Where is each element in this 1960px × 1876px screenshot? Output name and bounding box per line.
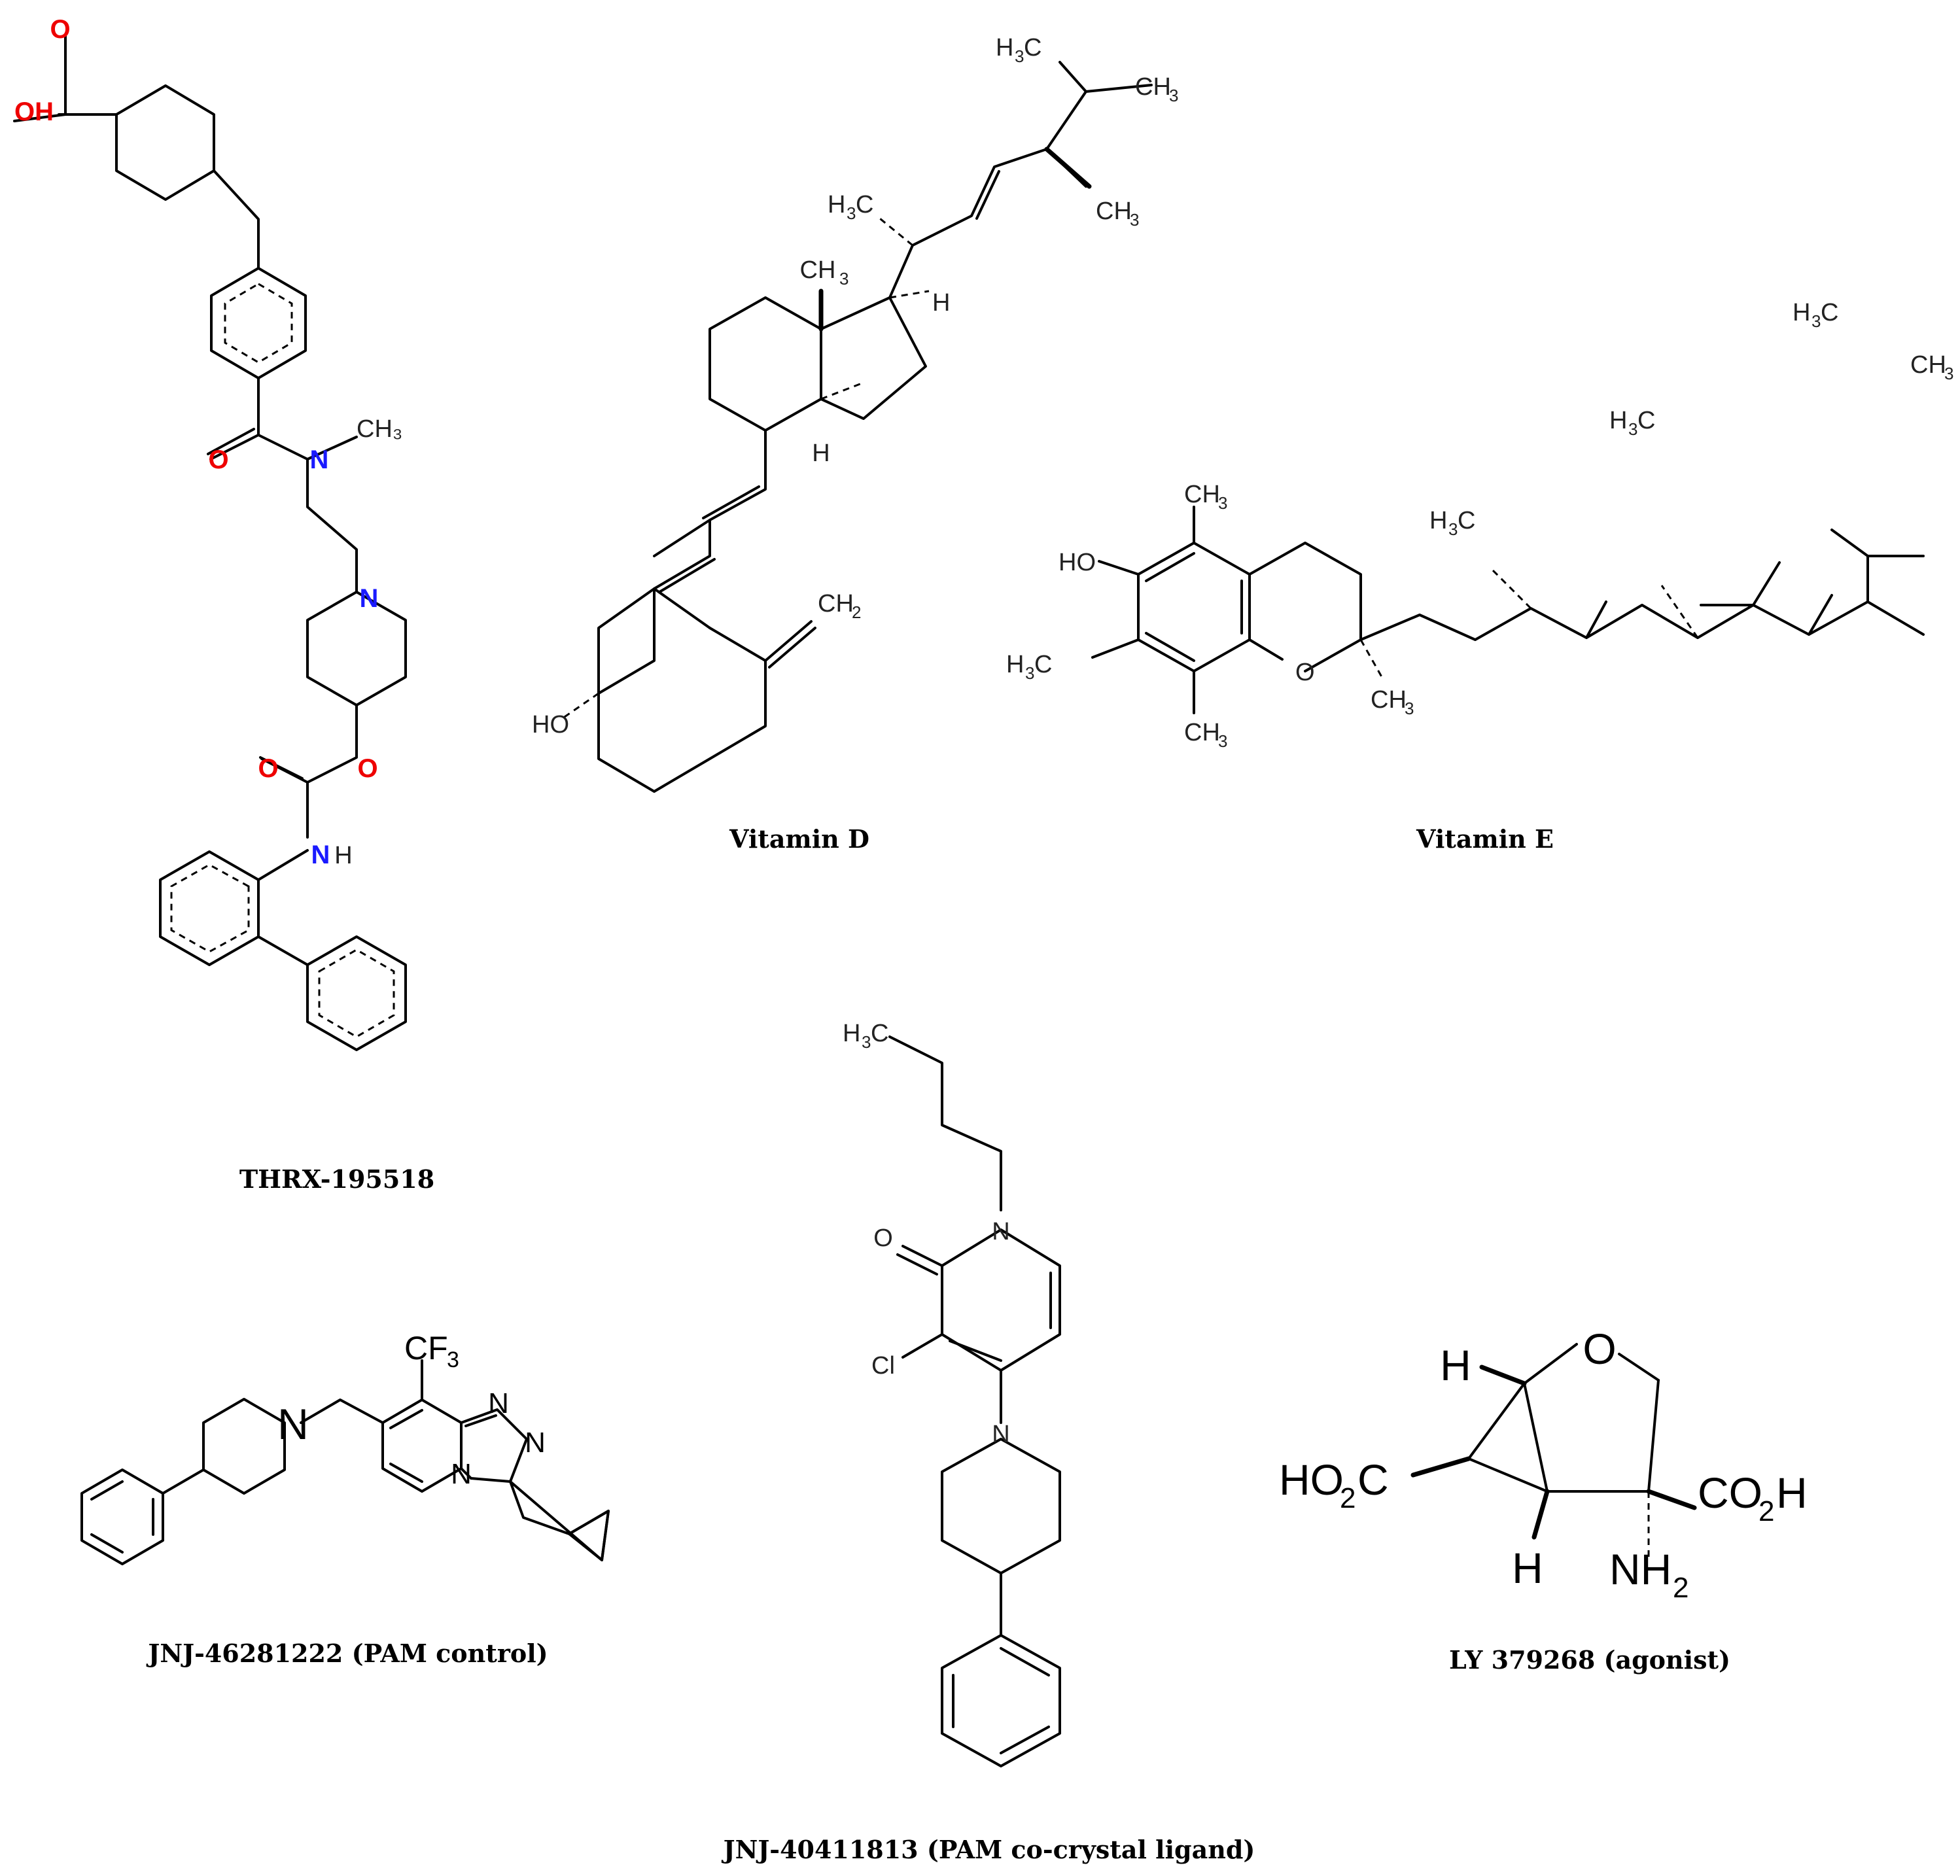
thrx-atom-ch3: CH₃	[357, 415, 402, 443]
jnj4041-atom-h3c: H	[843, 1020, 860, 1047]
molecule-vitamin-d: HO CH 2 CH 3 H H H 3 C CH 3 CH 3 H 3 C	[532, 34, 1178, 793]
vitd-atom-h3c-2-sub: 3	[1015, 46, 1024, 66]
jnj4041-atom-o: O	[873, 1225, 893, 1252]
jnj4041-atom-h3c-c: C	[871, 1020, 888, 1047]
vitd-atom-h-upper: H	[932, 289, 950, 317]
caption-jnj-46281222: JNJ-46281222 (PAM control)	[148, 1639, 548, 1668]
ly-atom-h-bot: H	[1512, 1544, 1543, 1592]
ly-atom-ho2c-sub: 2	[1340, 1482, 1356, 1514]
vite-atom-h3c-d: H	[1793, 299, 1810, 326]
thrx-atom-n-amide: N	[310, 445, 329, 474]
molecule-vitamin-e: HO O CH 3 CH 3 CH 3 H 3 C H 3 C H 3 C H …	[1006, 299, 1953, 751]
thrx-atom-oh: OH	[14, 97, 54, 126]
vitd-atom-ch3-ring: CH	[800, 256, 836, 284]
jnj4628-atom-n3: N	[451, 1458, 472, 1490]
jnj4628-atom-n2: N	[525, 1427, 546, 1459]
vitd-atom-ch2-sub: 2	[852, 602, 861, 622]
vite-atom-h3c-b: H	[1429, 507, 1447, 534]
vite-atom-ho: HO	[1059, 549, 1096, 576]
vite-atom-ch3-a-sub: 3	[1218, 493, 1227, 513]
ly-atom-nh2: NH	[1609, 1545, 1671, 1593]
caption-vitamin-d: Vitamin D	[729, 824, 869, 854]
jnj4041-atom-cl: Cl	[871, 1352, 895, 1380]
jnj4628-atom-n1: N	[488, 1387, 509, 1419]
thrx-atom-n-pip: N	[360, 584, 379, 613]
thrx-atom-o4: O	[357, 754, 377, 783]
jnj4628-atom-n-pip: N	[277, 1400, 309, 1448]
caption-thrx-195518: THRX-195518	[239, 1164, 435, 1194]
vitd-atom-ch2: CH	[818, 590, 854, 617]
jnj4628-atom-cf: CF	[404, 1330, 448, 1366]
thrx-atom-o1: O	[50, 15, 70, 44]
vitd-atom-h3c-2: H	[996, 34, 1013, 61]
jnj4628-atom-cf-sub: 3	[447, 1347, 459, 1372]
molecule-ly-379268: H O HO 2 C CO 2 H H NH 2	[1279, 1325, 1808, 1604]
vitd-atom-h3c-2-c: C	[1024, 34, 1041, 61]
ly-atom-co2h-sub: 2	[1759, 1495, 1774, 1527]
caption-jnj-40411813: JNJ-40411813 (PAM co-crystal ligand)	[723, 1835, 1255, 1864]
thrx-atom-o3: O	[258, 754, 278, 783]
vitd-atom-ho: HO	[532, 711, 569, 738]
vitd-atom-ch3-2-sub: 3	[1169, 86, 1178, 105]
ly-atom-co2h: CO	[1698, 1468, 1762, 1517]
molecule-jnj-40411813: H 3 C O N Cl N	[843, 1020, 1061, 1767]
thrx-atom-nh-h: H	[334, 842, 352, 869]
ly-atom-h-top: H	[1440, 1341, 1471, 1389]
vite-atom-o-ring: O	[1295, 659, 1315, 686]
vite-atom-h3c-c-c: C	[1637, 407, 1655, 434]
jnj4041-atom-h3c-sub: 3	[862, 1032, 871, 1052]
caption-vitamin-e: Vitamin E	[1416, 824, 1554, 854]
thrx-atom-o2: O	[208, 445, 228, 474]
ly-atom-co2h-h: H	[1776, 1468, 1808, 1517]
vitd-atom-h3c-1-c: C	[856, 191, 873, 218]
vite-atom-h3c-a-c: C	[1034, 651, 1052, 678]
vite-atom-ch3-a: CH	[1184, 481, 1220, 508]
vite-atom-h3c-a: H	[1006, 651, 1024, 678]
vite-atom-h3c-c-sub: 3	[1628, 419, 1637, 439]
jnj4041-atom-n1: N	[992, 1218, 1009, 1245]
vitd-atom-h3c-1: H	[828, 191, 845, 218]
vite-atom-h3c-b-sub: 3	[1448, 519, 1458, 539]
vite-atom-h3c-c: H	[1609, 407, 1627, 434]
vite-atom-ch3-b: CH	[1184, 719, 1220, 746]
vitd-atom-h3c-1-sub: 3	[847, 203, 856, 223]
ly-atom-nh2-sub: 2	[1673, 1572, 1689, 1604]
ly-atom-ho2c-c: C	[1357, 1455, 1389, 1504]
ly-atom-ho2c: HO	[1279, 1455, 1344, 1504]
vite-atom-ch3-d: CH	[1910, 351, 1946, 379]
vite-atom-ch3-c: CH	[1371, 686, 1407, 714]
molecule-thrx-195518: O OH O N CH₃ N O O N H	[13, 15, 407, 1051]
vite-atom-h3c-d-c: C	[1821, 299, 1838, 326]
vitd-atom-h-lower: H	[812, 440, 830, 467]
vite-atom-h3c-a-sub: 3	[1025, 663, 1034, 683]
jnj4041-atom-n2: N	[992, 1421, 1009, 1448]
vitd-atom-ch3-1-sub: 3	[1130, 210, 1139, 230]
ly-atom-o: O	[1583, 1325, 1616, 1373]
vitd-atom-ch3-2: CH	[1135, 73, 1171, 101]
vite-atom-ch3-d-sub: 3	[1944, 364, 1953, 383]
vite-atom-h3c-b-c: C	[1458, 507, 1475, 534]
vitd-atom-ch3-ring-sub: 3	[839, 269, 849, 288]
thrx-atom-nh-n: N	[311, 841, 330, 869]
molecule-jnj-46281222: N CF 3 N N N	[80, 1330, 610, 1565]
vite-atom-ch3-c-sub: 3	[1405, 699, 1414, 718]
vitd-atom-ch3-1: CH	[1096, 198, 1132, 225]
caption-ly-379268: LY 379268 (agonist)	[1448, 1645, 1731, 1675]
vite-atom-h3c-d-sub: 3	[1811, 311, 1821, 331]
vite-atom-ch3-b-sub: 3	[1218, 731, 1227, 751]
